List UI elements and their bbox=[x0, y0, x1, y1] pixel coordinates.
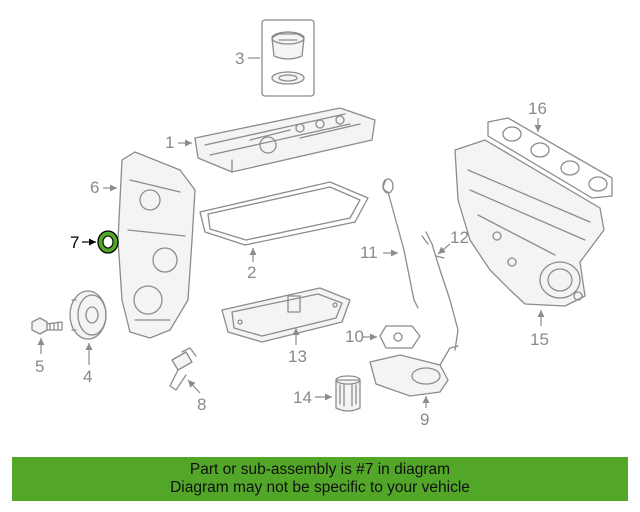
oil-filler-cap-part[interactable] bbox=[261, 19, 315, 97]
callout-14: 14 bbox=[293, 388, 312, 407]
callout-7: 7 bbox=[70, 233, 79, 252]
crankshaft-pulley-part[interactable] bbox=[69, 290, 107, 340]
info-banner: Part or sub-assembly is #7 in diagram Di… bbox=[12, 457, 628, 501]
callout-13: 13 bbox=[288, 347, 307, 366]
callout-9: 9 bbox=[420, 410, 429, 429]
front-oil-seal-part[interactable] bbox=[97, 230, 119, 254]
callout-12: 12 bbox=[450, 228, 469, 247]
banner-line-2: Diagram may not be specific to your vehi… bbox=[170, 479, 470, 496]
cylinder-head-cover-part[interactable] bbox=[194, 107, 376, 173]
timing-chain-cover-part[interactable] bbox=[117, 151, 196, 339]
pulley-bolt-part[interactable] bbox=[31, 317, 63, 335]
intake-gasket-part[interactable] bbox=[487, 117, 613, 199]
callout-1: 1 bbox=[165, 133, 174, 152]
callout-11: 11 bbox=[360, 243, 378, 262]
oil-strainer-part[interactable] bbox=[369, 345, 459, 397]
parts-diagram: 3 1 2 6 7 4 bbox=[31, 19, 613, 429]
callout-3: 3 bbox=[235, 49, 244, 68]
dipstick-guide-part[interactable] bbox=[421, 231, 459, 351]
oil-dipstick-part[interactable] bbox=[382, 178, 419, 309]
callout-2: 2 bbox=[247, 263, 256, 282]
callout-8: 8 bbox=[197, 395, 206, 414]
head-cover-gasket-part[interactable] bbox=[199, 181, 369, 246]
banner-line-1: Part or sub-assembly is #7 in diagram bbox=[189, 461, 451, 478]
callout-15: 15 bbox=[530, 330, 549, 349]
oil-control-valve-part[interactable] bbox=[169, 347, 197, 391]
callout-6: 6 bbox=[90, 178, 99, 197]
callout-4: 4 bbox=[83, 367, 92, 386]
gasket-part[interactable] bbox=[379, 325, 421, 349]
intake-manifold-part[interactable] bbox=[454, 139, 605, 307]
oil-pan-part[interactable] bbox=[221, 287, 351, 343]
callout-16: 16 bbox=[528, 99, 547, 118]
oil-filter-part[interactable] bbox=[335, 375, 361, 412]
callout-10: 10 bbox=[345, 327, 364, 346]
callout-5: 5 bbox=[35, 357, 44, 376]
